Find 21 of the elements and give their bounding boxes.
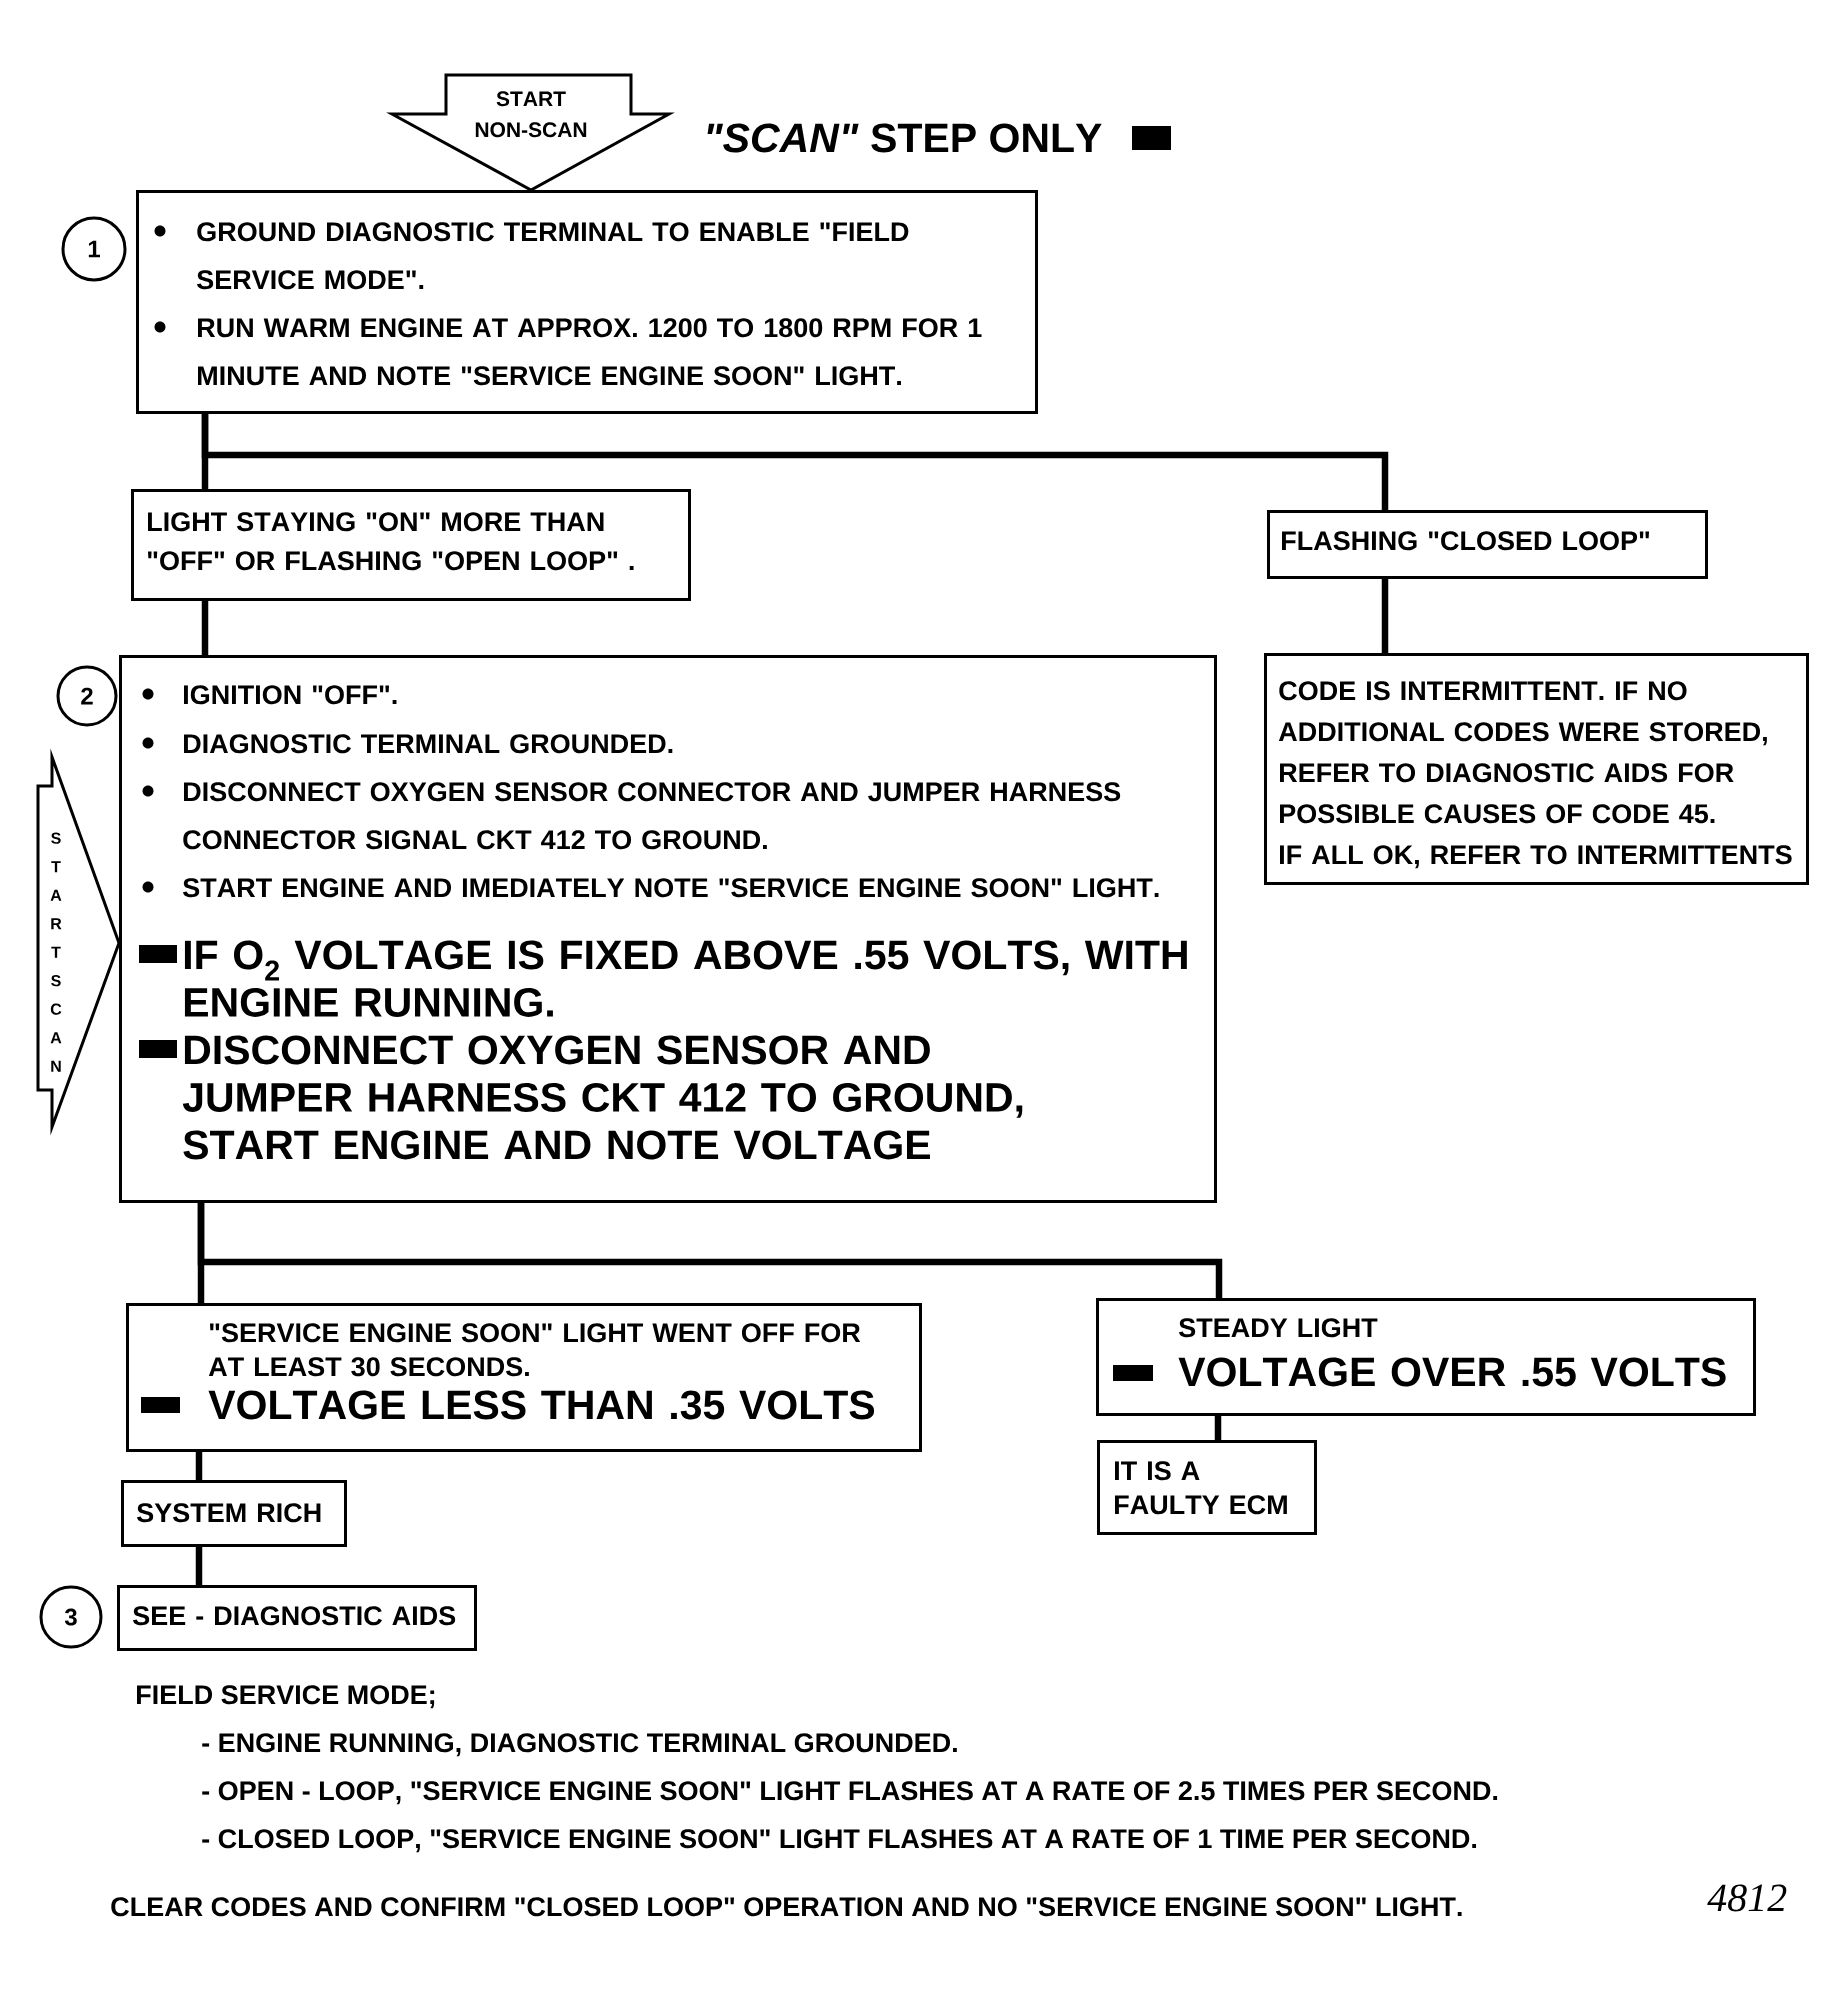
process-box: SYSTEM RICH [121,1480,347,1547]
note-text: - ENGINE RUNNING, DIAGNOSTIC TERMINAL GROUNDED. [202,1733,957,1757]
process-box: STEADY LIGHT VOLTAGE OVER .55 VOLTS [1096,1298,1756,1416]
process-box: CODE IS INTERMITTENT. IF NO ADDITIONAL CODES WERE STORED, REFER TO DIAGNOSTIC AIDS FOR POSSIBLE CAUSES OF CODE 45. IF ALL OK, REFER TO INTERMITTENTS [1264,653,1809,885]
arrow-label: START SCAN [50,832,62,1072]
arrow-label: START NON-SCAN [475,91,587,138]
block-arrow [36,748,121,1136]
note-text: CLEAR CODES AND CONFIRM "CLOSED LOOP" OPERATION AND NO "SERVICE ENGINE SOON" LIGHT. [111,1897,1462,1917]
process-box: LIGHT STAYING "ON" MORE THAN "OFF" OR FLASHING "OPEN LOOP" . [131,489,691,601]
process-box: SEE - DIAGNOSTIC AIDS [117,1585,477,1651]
process-box: FLASHING "CLOSED LOOP" [1267,510,1708,579]
process-box: IT IS A FAULTY ECM [1097,1440,1317,1535]
legend-text: "SCAN" STEP ONLY [707,123,1102,153]
note-text: - CLOSED LOOP, "SERVICE ENGINE SOON" LIGHT FLASHES AT A RATE OF 1 TIME PER SECOND. [202,1829,1477,1853]
process-box: IGNITION "OFF". DIAGNOSTIC TERMINAL GROUNDED. DISCONNECT OXYGEN SENSOR CONNECTOR AND JUMPER HARNESS CONNECTOR SIGNAL CKT 412 TO GROUND. START ENGINE AND IMEDIATELY NOTE "SERVICE ENGINE SOON" LIGHT. IF O$_{2}$ VOLTAGE IS FIXED ABOVE .55 VOLTS, WITH ENGINE RUNNING. DISCONNECT OXYGEN SENSOR AND JUMPER HARNESS CKT 412 TO GROUND, START ENGINE AND NOTE VOLTAGE [119,655,1217,1203]
process-box: "SERVICE ENGINE SOON" LIGHT WENT OFF FOR AT LEAST 30 SECONDS. VOLTAGE LESS THAN .35 VOLTS [126,1303,922,1452]
note-text: - OPEN - LOOP, "SERVICE ENGINE SOON" LIGHT FLASHES AT A RATE OF 2.5 TIMES PER SECOND. [202,1781,1498,1805]
process-box: GROUND DIAGNOSTIC TERMINAL TO ENABLE "FIELD SERVICE MODE". RUN WARM ENGINE AT APPROX. 1200 TO 1800 RPM FOR 1 MINUTE AND NOTE "SERVICE ENGINE SOON" LIGHT. [136,190,1038,414]
figure-number: 4812 [1707,1884,1787,1912]
note-text: FIELD SERVICE MODE; [137,1685,435,1709]
block-arrow [386,73,675,192]
